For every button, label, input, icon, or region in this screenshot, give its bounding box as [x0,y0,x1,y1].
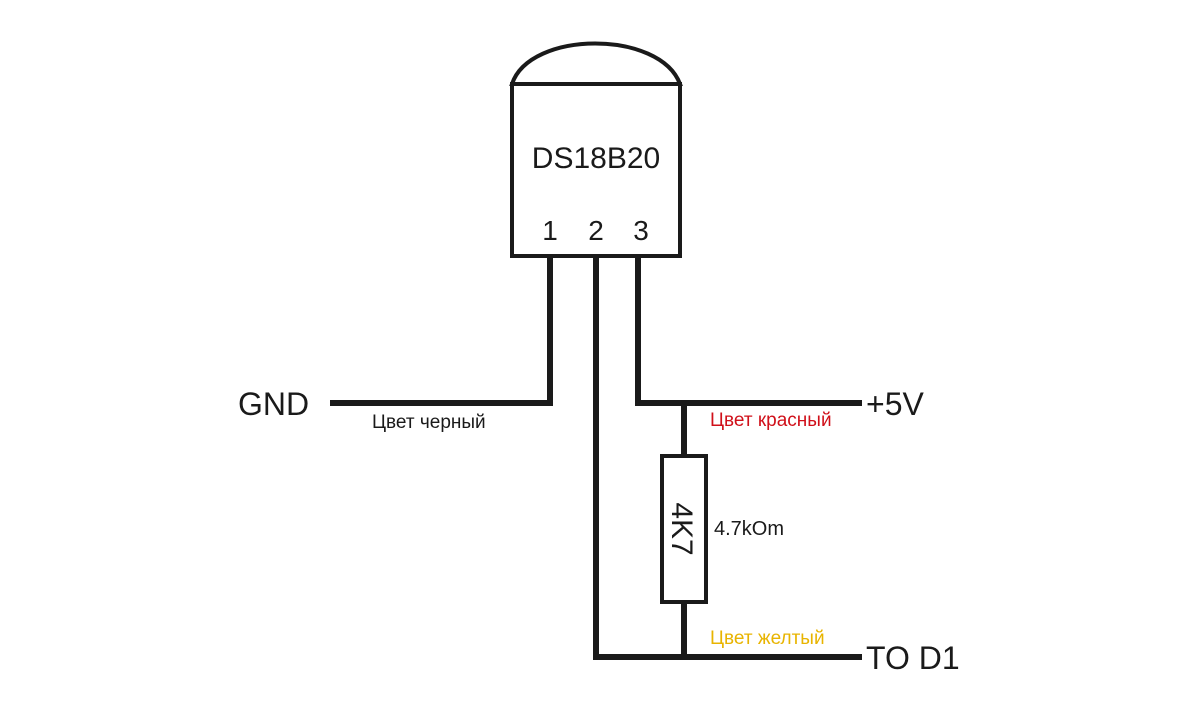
data-wire [593,256,862,660]
resistor-marking: 4K7 [665,502,698,555]
pin-3-label: 3 [633,215,649,246]
sensor-dome [509,41,683,86]
red-wire-label: Цвет красный [710,410,832,431]
vcc-terminal-label: +5V [866,386,924,422]
gnd-wire [330,256,553,406]
gnd-terminal-label: GND [238,386,309,422]
resistor-value: 4.7kOm [714,518,784,540]
resistor-body [660,454,708,604]
sensor-name: DS18B20 [532,142,660,175]
pin-2-label: 2 [588,215,604,246]
black-wire-label: Цвет черный [372,412,486,433]
sensor-body [510,82,682,258]
pullup-resistor: 4K7 4.7kOm [660,454,784,604]
ds18b20-sensor: DS18B20 1 2 3 [509,41,683,258]
pin-1-label: 1 [542,215,558,246]
yellow-wire-label: Цвет желтый [710,628,825,649]
data-terminal-label: TO D1 [866,640,960,676]
wires [330,256,862,660]
vcc-wire [635,256,862,406]
